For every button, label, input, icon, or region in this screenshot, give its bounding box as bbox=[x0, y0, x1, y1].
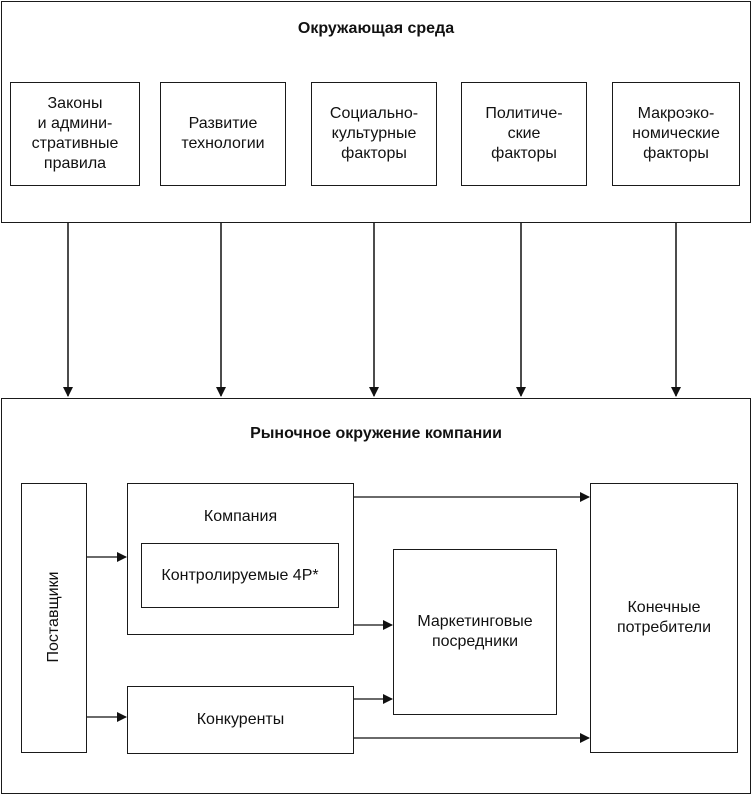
market-title: Рыночное окружение компании bbox=[250, 425, 502, 442]
competitors-box: Конкуренты bbox=[127, 686, 354, 754]
factor-laws-box: Законы и админи- стративные правила bbox=[10, 82, 140, 186]
factor-macroeconomic-box: Макроэко- номические факторы bbox=[612, 82, 740, 186]
intermediaries-box: Маркетинговые посредники bbox=[393, 549, 557, 715]
factor-sociocultural-box: Социально- культурные факторы bbox=[311, 82, 437, 186]
suppliers-box: Поставщики bbox=[21, 483, 87, 753]
controllable-4p-box: Контролируемые 4P* bbox=[141, 543, 339, 608]
factor-technology-box: Развитие технологии bbox=[160, 82, 286, 186]
environment-title: Окружающая среда bbox=[297, 20, 455, 37]
consumers-box: Конечные потребители bbox=[590, 483, 738, 753]
company-label: Компания bbox=[203, 508, 278, 525]
factor-political-box: Политиче- ские факторы bbox=[461, 82, 587, 186]
